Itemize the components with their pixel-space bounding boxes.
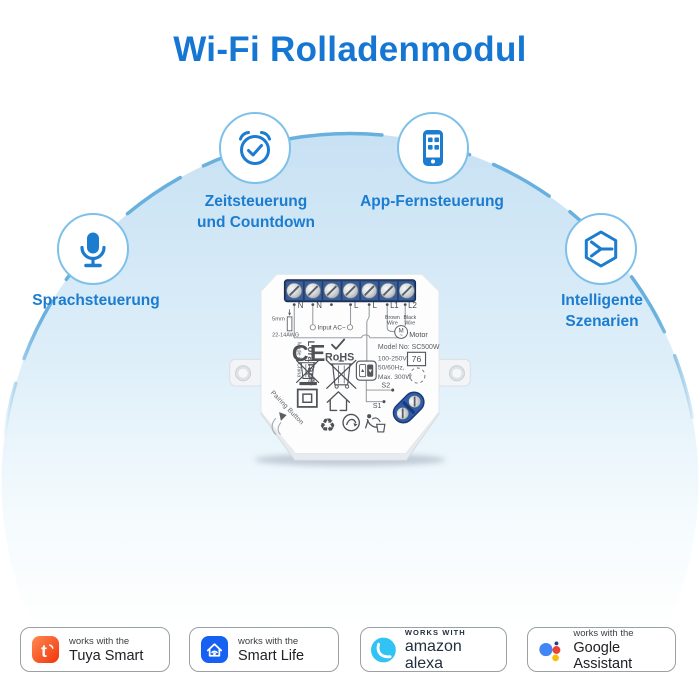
brown-wire-label: Brown (385, 315, 400, 321)
terminal-label: N (316, 301, 322, 310)
feature-circle-scenes (565, 213, 637, 285)
green-dot-icon (342, 413, 360, 432)
terminal-label: L2 (408, 301, 417, 310)
feature-label-scenes: Intelligente Szenarien (509, 290, 695, 332)
spec-power: Max. 300W (378, 374, 412, 381)
feature-label-voice: Sprachsteuerung (3, 290, 189, 311)
microphone-icon (80, 232, 106, 268)
terminal-label: L (373, 301, 378, 310)
badge-line1: works with the (573, 627, 634, 639)
rohs-mark: RoHS (325, 338, 354, 363)
weee-bin-small-icon (295, 359, 320, 384)
terminal-label: L1 (390, 301, 399, 310)
rohs-text: RoHS (325, 351, 354, 363)
smart-scene-cube-icon (584, 230, 618, 268)
weee-bar (299, 381, 317, 386)
weee-bin-large-icon (326, 359, 357, 389)
feature-label-line: Intelligente (561, 292, 643, 309)
s1-label: S1 (373, 403, 382, 410)
ce-mark: CE (292, 340, 327, 366)
badge-alexa: WORKS WITH amazon alexa (360, 627, 507, 672)
feature-label-line: Zeitsteuerung (204, 193, 308, 210)
google-assistant-icon (539, 640, 561, 661)
feature-circle-app (397, 112, 469, 184)
feature-label-line: Sprachsteuerung (32, 292, 160, 309)
feature-label-app: App-Fernsteuerung (332, 191, 532, 212)
motor-tilde: ~ (399, 333, 403, 339)
motor-m: M (399, 328, 404, 335)
s1-dot (382, 400, 386, 404)
dome-dashed-edge (0, 131, 700, 700)
motor-label: Motor (409, 330, 428, 339)
badge-line2: amazon alexa (404, 637, 462, 672)
black-wire-label: Black (403, 315, 416, 321)
model-info: Model No: SC500W 100-250V, 50/60Hz, Max.… (378, 344, 440, 381)
tuya-letter: t (41, 641, 47, 661)
dashed-circle-marking (409, 367, 426, 384)
badge-google-assistant: works with the Google Assistant (527, 627, 676, 672)
s2-label: S2 (382, 383, 391, 390)
spec-frequency: 50/60Hz, (378, 365, 405, 372)
pairing-arrow-icon (279, 412, 287, 421)
badge-smart-life: works with the Smart Life (189, 627, 339, 672)
feature-circle-voice (57, 213, 129, 285)
model-number: Model No: SC500W (378, 344, 440, 351)
feature-label-timer: Zeitsteuerung und Countdown (163, 191, 349, 233)
terminal-screws (286, 282, 415, 299)
motor-wire-labels: Brown Wire Black Wire (385, 315, 417, 326)
shutter-module-device: N N L L L1 L2 5mm 22-14AWG Inp (229, 274, 471, 467)
s2-dot (391, 388, 395, 392)
badge-line1: WORKS WITH (404, 627, 466, 637)
badge-line2: Google Assistant (573, 639, 633, 672)
badge-line1: works with the (69, 635, 130, 647)
recycle-triangle-icon: ♻ (319, 414, 336, 435)
badge-line2: Tuya Smart (69, 647, 144, 664)
feature-label-line: Szenarien (565, 313, 639, 330)
badge-tuya: t works with the Tuya Smart (20, 627, 170, 672)
feature-label-line: und Countdown (197, 214, 315, 231)
black-wire-label: Wire (404, 320, 415, 326)
indoor-use-icon (326, 391, 351, 412)
terminal-label: L (354, 301, 359, 310)
terminal-strip (283, 279, 417, 303)
page-title: Wi-Fi Rolladenmodul (173, 30, 527, 69)
mounting-ear-left (229, 358, 264, 387)
motor-symbol: M ~ Motor (394, 325, 428, 339)
feature-label-line: App-Fernsteuerung (360, 193, 504, 210)
rocker-switch-icon (355, 360, 377, 381)
brown-wire-label: Wire (387, 320, 398, 326)
badge-line2: Smart Life (238, 647, 305, 664)
made-in-china: Made in China (296, 342, 302, 378)
wire-gauge-marking: 5mm 22-14AWG (272, 309, 299, 339)
spec-voltage: 100-250V, (378, 355, 408, 362)
class-ii-icon (296, 388, 318, 408)
rohs-check-icon (331, 338, 346, 350)
terminal-dots (292, 303, 407, 307)
terminal-labels: N N L L L1 L2 (298, 301, 417, 310)
tidy-man-icon (365, 414, 386, 433)
feature-circle-timer (219, 112, 291, 184)
amazon-alexa-icon (371, 637, 396, 662)
wire-gauge-label: 22-14AWG (272, 333, 299, 339)
strip-length-label: 5mm (272, 316, 285, 322)
smartphone-app-icon (423, 130, 443, 166)
mounting-ear-right (436, 358, 471, 387)
terminal-label: N (298, 301, 304, 310)
s-terminal-block (392, 391, 425, 424)
cert-number: 76 (412, 354, 422, 364)
input-ac-label: Input AC~ (317, 325, 345, 332)
smart-life-icon (200, 635, 229, 664)
tuya-icon: t (31, 635, 60, 664)
cert-number-box: 76 (406, 351, 427, 367)
badge-line1: works with the (238, 635, 299, 647)
alarm-clock-icon (239, 131, 271, 165)
